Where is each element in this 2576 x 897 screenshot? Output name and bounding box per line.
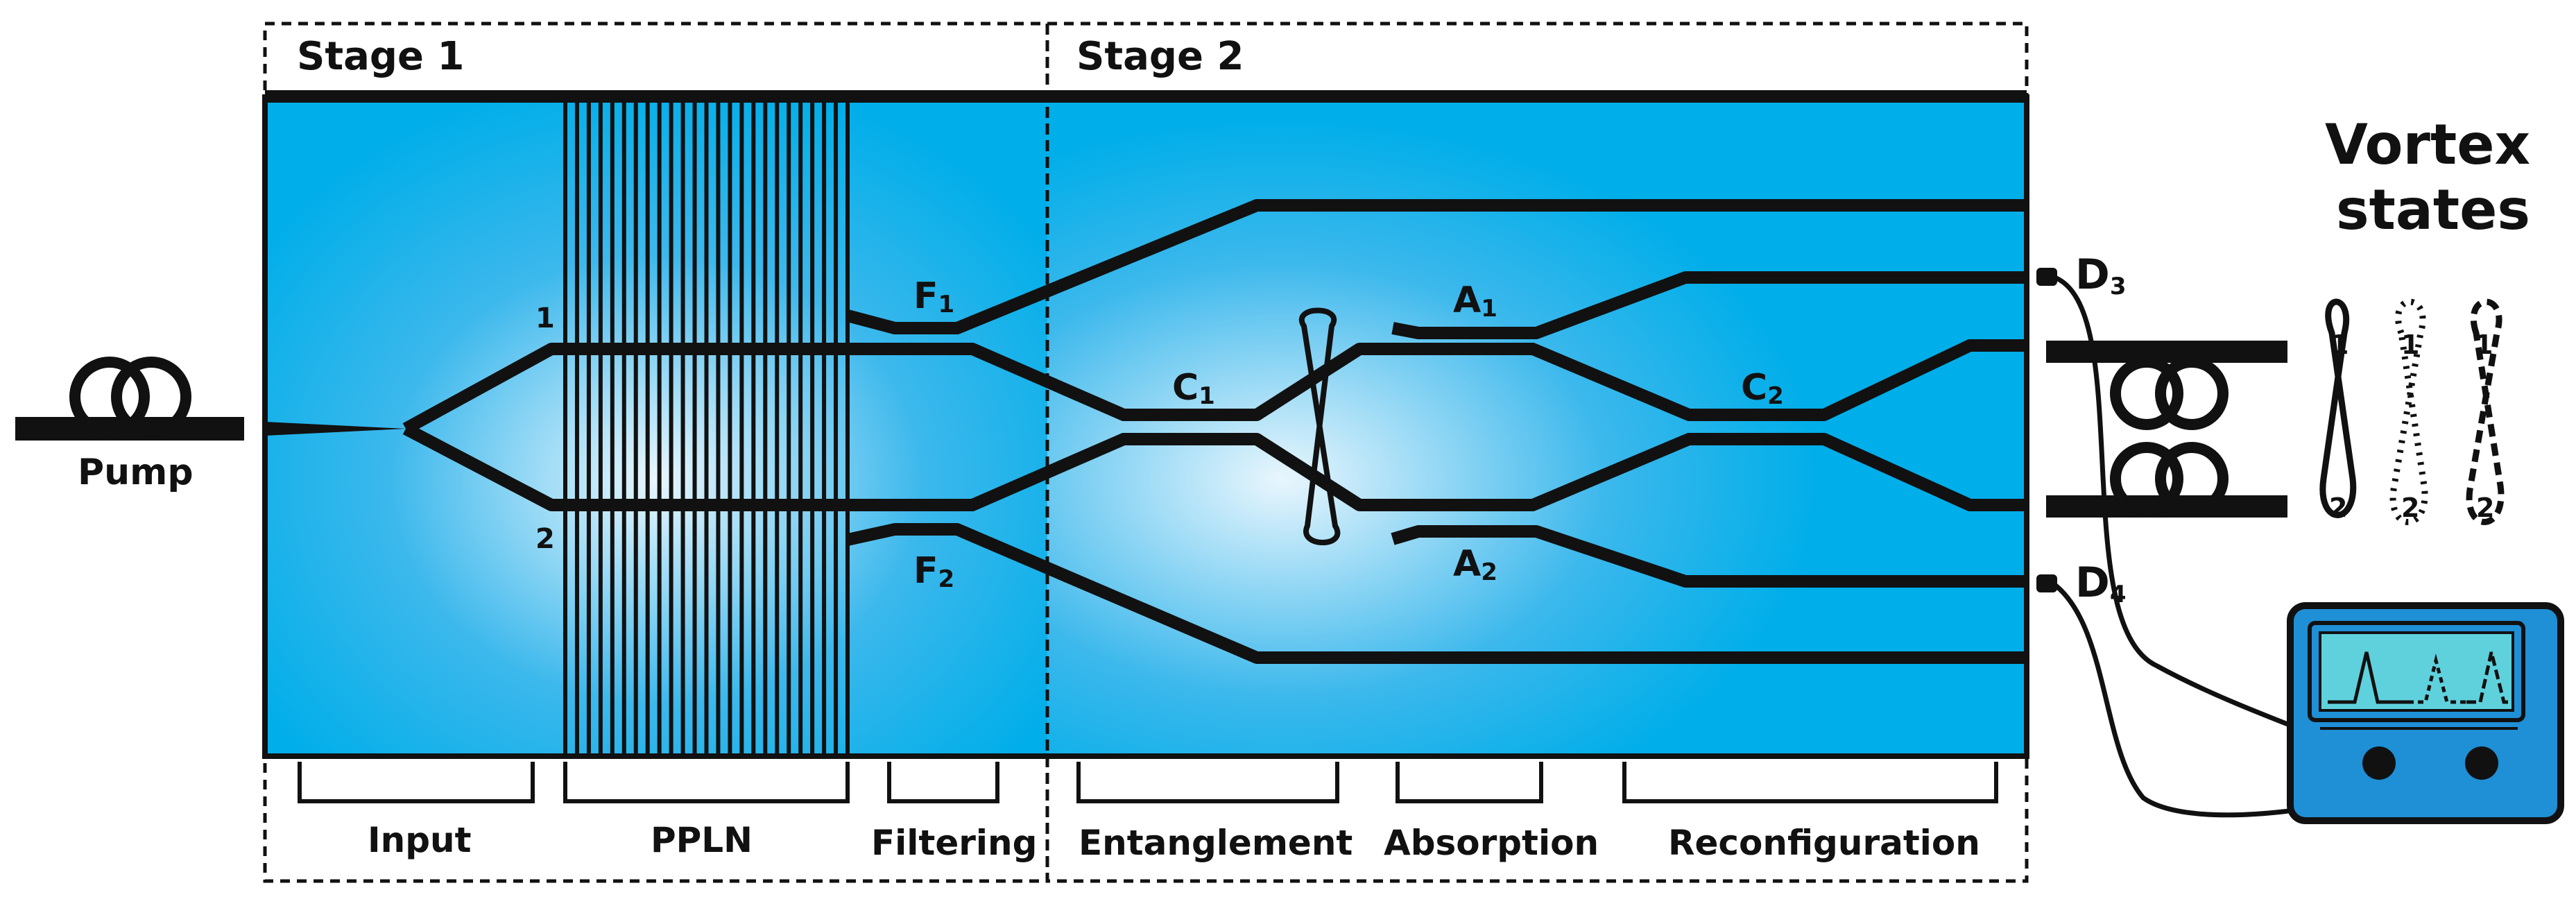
waveguides (265, 199, 2027, 664)
bracket-reconfiguration (1622, 762, 1998, 803)
section-input-label: Input (368, 820, 472, 860)
bracket-input (298, 762, 535, 803)
chip-top-edge (265, 90, 2027, 103)
section-brackets (298, 762, 1998, 803)
section-absorption-label: Absorption (1384, 823, 1599, 863)
detector-d3-label: D3 (2075, 250, 2126, 300)
bracket-entanglement (1076, 762, 1339, 803)
filter-f2-label: F2 (913, 550, 954, 593)
section-ppln-label: PPLN (651, 820, 753, 860)
waveguide-filter-f1 (845, 199, 2027, 334)
section-filtering-label: Filtering (871, 823, 1037, 863)
detector-d3-connector (2036, 268, 2057, 286)
waveguide-splitter-top (402, 339, 2027, 434)
pump-coil-icon (15, 357, 244, 441)
twisted-loop-icon (1299, 307, 1341, 545)
stage-2-box (1045, 22, 2029, 883)
vortex-dashed-top-label: 1 (2475, 330, 2493, 360)
vortex-dotted-bottom-label: 2 (2401, 493, 2419, 523)
filter-f1-label: F1 (913, 275, 954, 318)
pump-input-taper (265, 422, 406, 436)
vortex-loop-dashed-icon (2466, 298, 2505, 525)
section-entanglement-label: Entanglement (1079, 823, 1353, 863)
bracket-filtering (887, 762, 999, 803)
vortex-dashed-bottom-label: 2 (2476, 493, 2494, 523)
section-reconfiguration-label: Reconfiguration (1668, 823, 1980, 863)
waveguide-filter-f2 (846, 523, 2027, 664)
coupler-c2-label: C2 (1741, 367, 1784, 410)
vortex-dotted-top-label: 1 (2401, 330, 2419, 360)
vortex-title-line2: states (2336, 178, 2530, 242)
port-2-label: 2 (535, 523, 555, 555)
chip-stage1-body (265, 97, 1047, 756)
pump-label: Pump (78, 452, 194, 493)
vortex-loop-dotted-icon (2389, 298, 2428, 525)
stage-1-box (263, 22, 1049, 883)
waveguide-splitter-bottom (402, 423, 2027, 511)
port-1-label: 1 (535, 302, 555, 334)
stage-1-label: Stage 1 (297, 34, 464, 79)
vortex-loop-solid-icon (2319, 298, 2357, 518)
coupler-c1-label: C1 (1172, 367, 1215, 410)
ppln-grating (563, 103, 850, 755)
vortex-solid-top-label: 1 (2330, 330, 2349, 360)
detector-d4-connector (2036, 574, 2057, 592)
absorber-a1-label: A1 (1453, 280, 1497, 323)
waveguide-absorber-a2 (1391, 525, 2027, 588)
bracket-absorption (1396, 762, 1543, 803)
output-coil-icon (2046, 341, 2287, 518)
absorber-a2-label: A2 (1453, 543, 1497, 586)
vortex-solid-bottom-label: 2 (2329, 493, 2347, 523)
stage-2-label: Stage 2 (1076, 34, 1244, 79)
vortex-title-line1: Vortex (2325, 112, 2530, 177)
bracket-ppln (563, 762, 850, 803)
oscilloscope-icon (2287, 602, 2564, 824)
waveguide-absorber-a1 (1391, 271, 2027, 339)
